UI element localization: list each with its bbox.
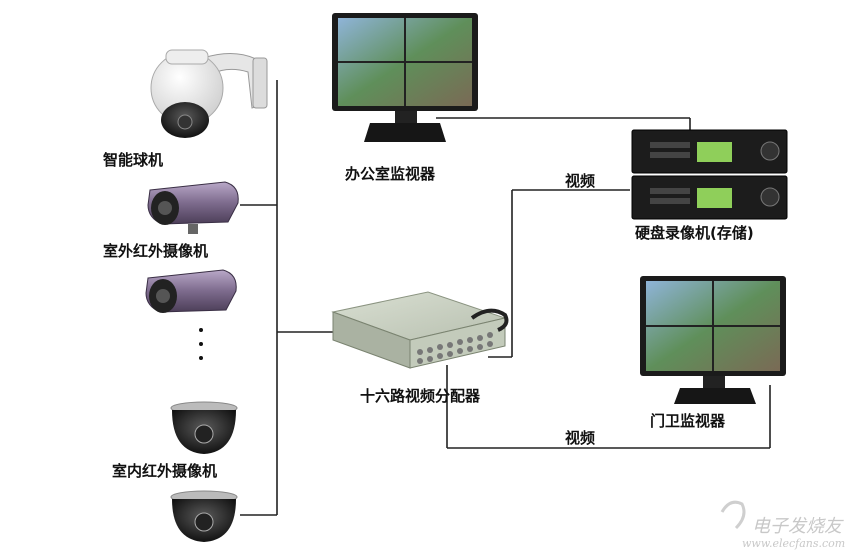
watermark-brand: 电子发烧友 [752, 516, 842, 537]
distributor-label: 十六路视频分配器 [360, 387, 481, 405]
watermark-url: www.elecfans.com [742, 537, 846, 550]
office-monitor-label: 办公室监视器 [345, 165, 436, 183]
outdoor-ir-camera-icon-2 [145, 269, 237, 313]
watermark-logo-icon [720, 500, 746, 530]
gate-monitor-icon [640, 276, 786, 404]
connection-lines [240, 80, 771, 516]
video-link-label-bottom: 视频 [565, 429, 596, 447]
ptz-camera-label: 智能球机 [103, 151, 164, 169]
video-link-label-top: 视频 [565, 172, 596, 190]
office-monitor-icon [332, 13, 478, 142]
dvr-label: 硬盘录像机(存储) [635, 224, 754, 242]
indoor-ir-camera-icon-2 [170, 490, 238, 542]
gate-monitor-label: 门卫监视器 [650, 412, 726, 430]
ptz-camera-icon [150, 49, 268, 138]
more-cameras-ellipsis [199, 328, 203, 360]
video-distributor-icon [331, 291, 509, 369]
outdoor-ir-camera-icon-1 [147, 181, 239, 234]
indoor-ir-camera-icon-1 [170, 401, 238, 454]
outdoor-ir-camera-label: 室外红外摄像机 [103, 242, 209, 260]
indoor-ir-camera-label: 室内红外摄像机 [112, 462, 218, 480]
dvr-icon [631, 129, 788, 220]
